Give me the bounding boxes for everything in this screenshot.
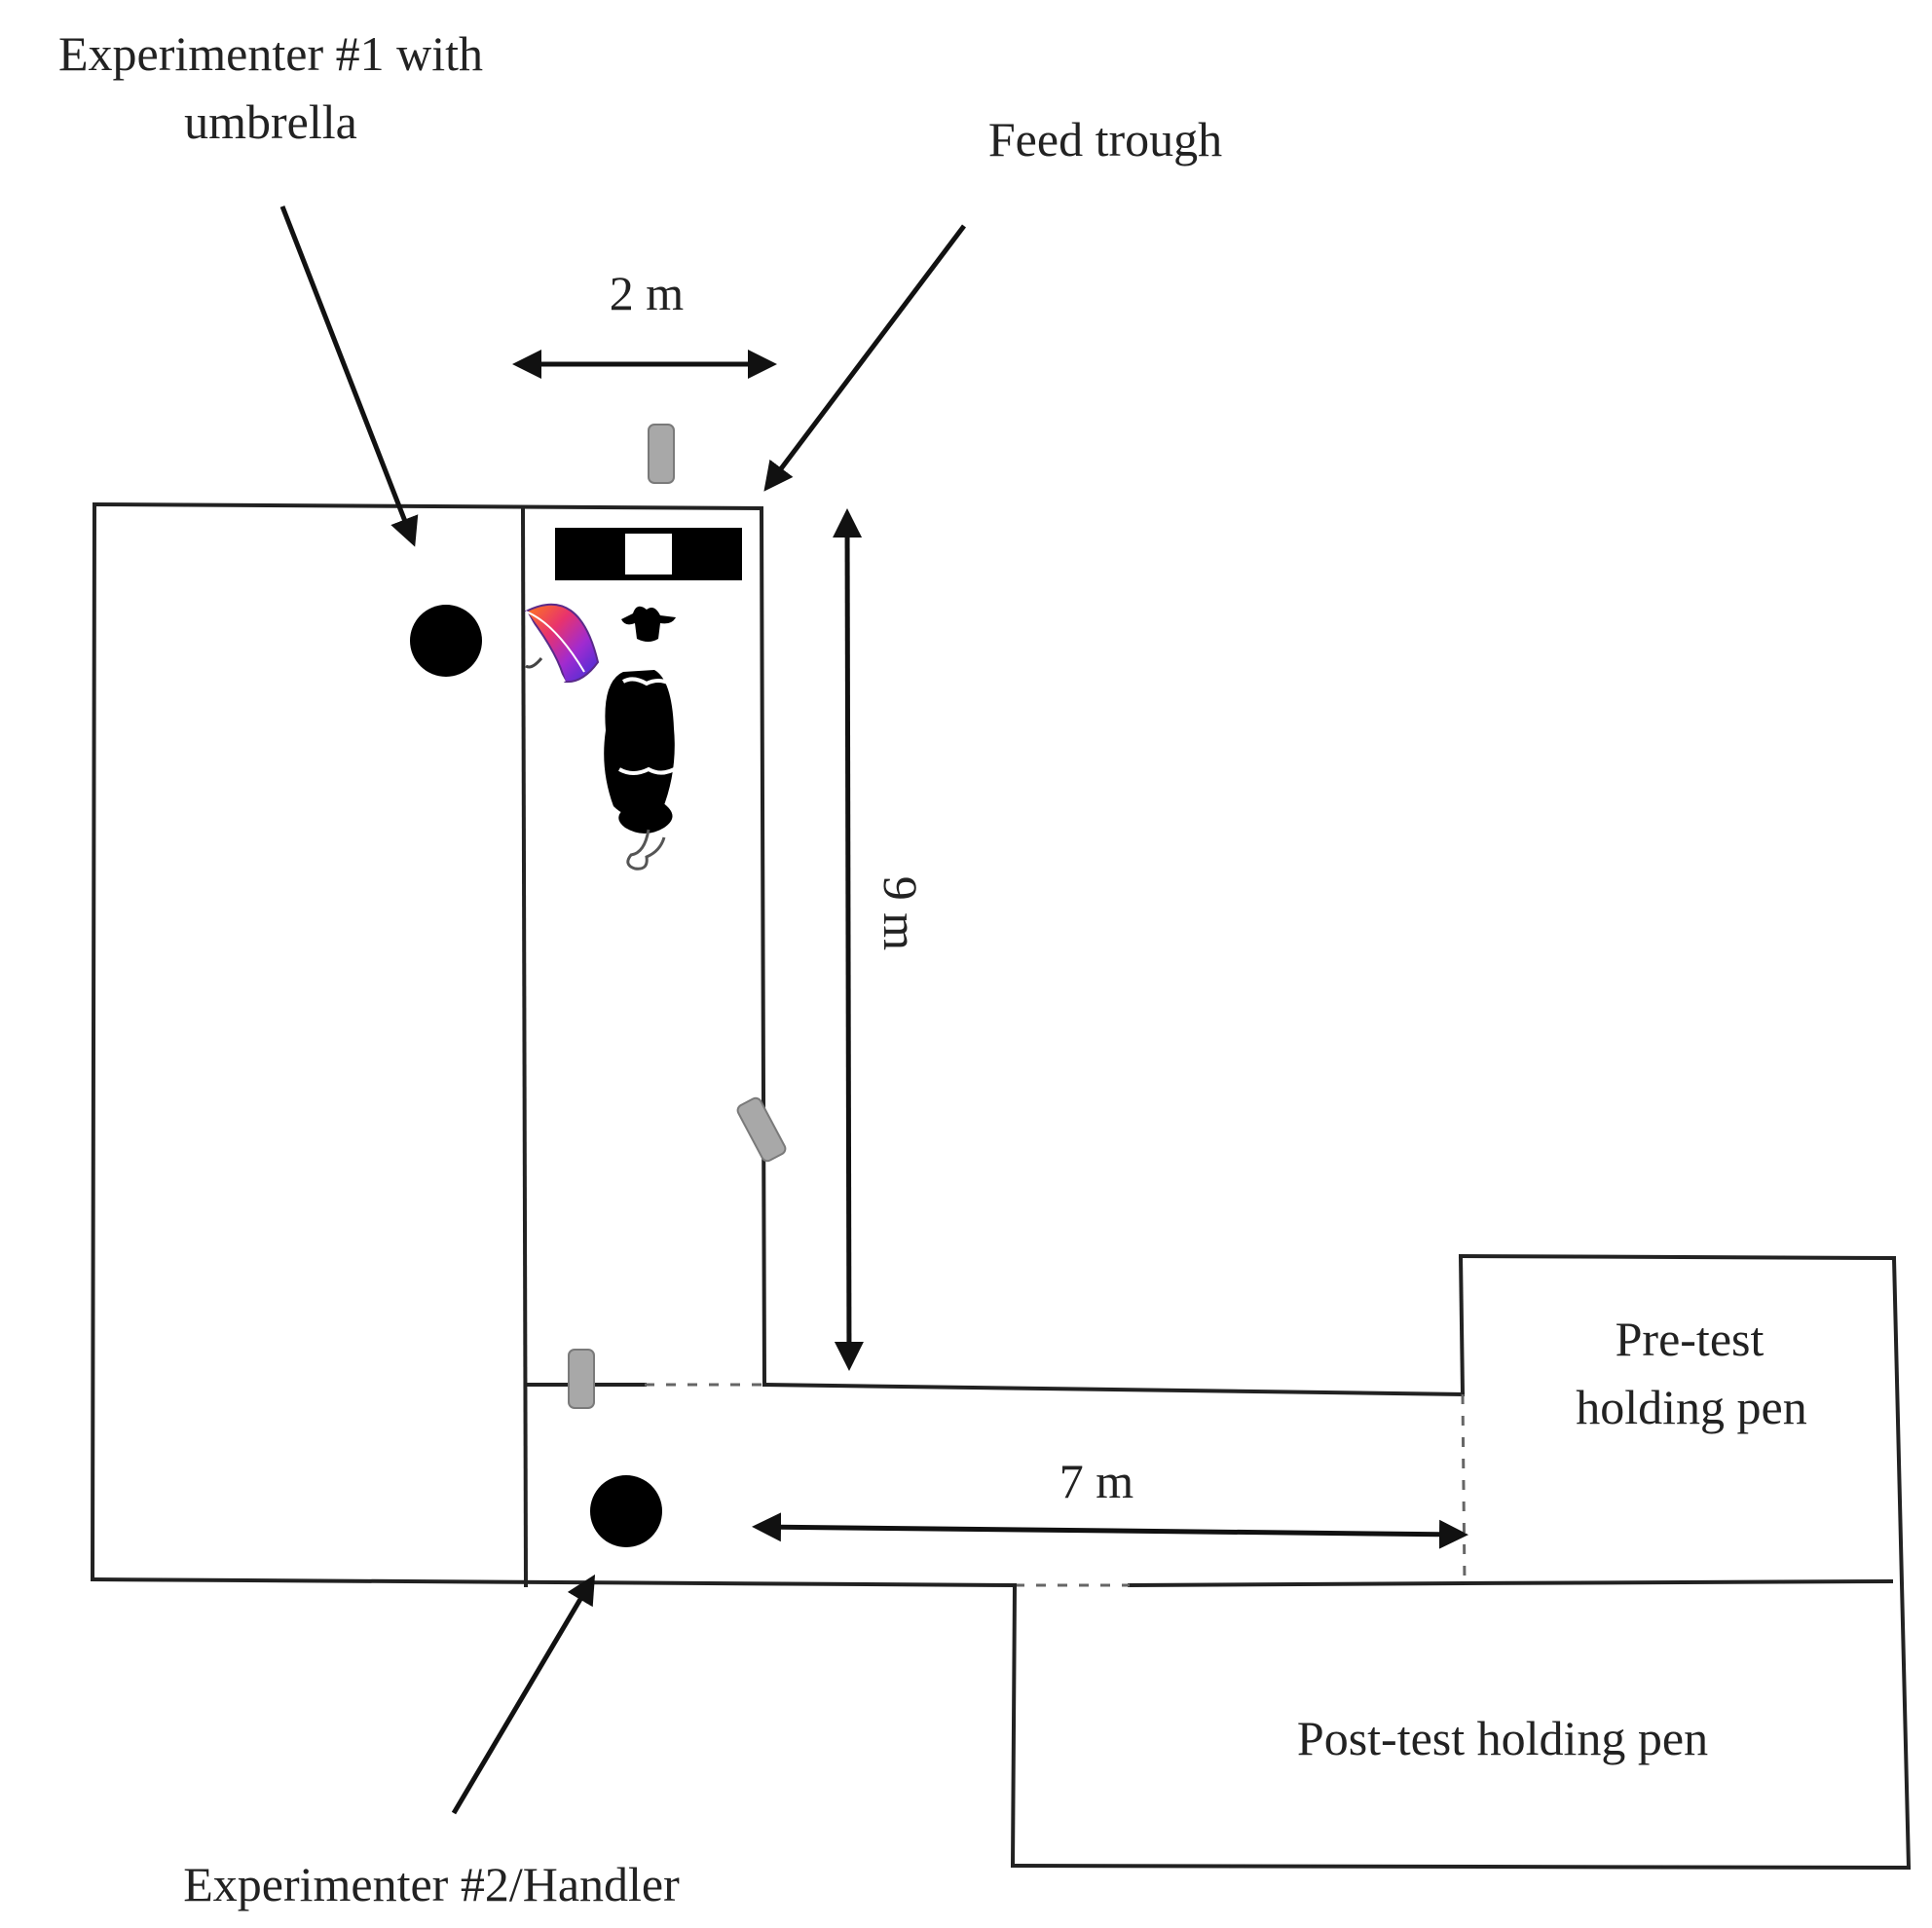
posttest-pen-label: Post-test holding pen bbox=[1297, 1711, 1708, 1765]
experimenter-2-dot-icon bbox=[590, 1475, 662, 1547]
dimension-7m-label: 7 m bbox=[1059, 1454, 1134, 1508]
pretest-gate-opening bbox=[1461, 1393, 1467, 1584]
dimension-2m-label: 2 m bbox=[610, 266, 685, 320]
gate-post-icon bbox=[648, 424, 675, 484]
experimenter-2-label: Experimenter #2/Handler bbox=[183, 1857, 680, 1911]
left-pen-bottom-wall bbox=[90, 1576, 1018, 1588]
pretest-pen-right-wall bbox=[1891, 1255, 1912, 1871]
pretest-pen-left-wall bbox=[1458, 1253, 1466, 1397]
posttest-pen-bottom-wall bbox=[1010, 1863, 1912, 1871]
race-right-wall bbox=[759, 505, 767, 1388]
feed-trough-pointer-arrow bbox=[763, 224, 966, 492]
umbrella-icon bbox=[524, 603, 600, 684]
experimenter-1-pointer-arrow bbox=[279, 205, 419, 547]
experimenter-1-label: Experimenter #1 with bbox=[58, 26, 483, 81]
pretest-pen-label-cont: holding pen bbox=[1576, 1380, 1806, 1434]
pretest-pen-top-wall bbox=[1458, 1253, 1897, 1261]
experimenter-1-label-cont: umbrella bbox=[184, 94, 357, 149]
experimenter-1-dot-icon bbox=[410, 605, 482, 677]
pretest-pen-label: Pre-test bbox=[1616, 1312, 1765, 1366]
dimension-7m-arrow bbox=[752, 1512, 1468, 1549]
corridor-top-wall bbox=[762, 1382, 1466, 1397]
left-pen-left-wall bbox=[90, 501, 97, 1582]
gate-post-icon bbox=[736, 1096, 787, 1163]
dimension-9m-label: 9 m bbox=[873, 876, 928, 951]
feed-trough bbox=[555, 528, 742, 580]
experimenter-2-pointer-arrow bbox=[451, 1574, 596, 1815]
corridor-bottom-wall bbox=[1127, 1580, 1466, 1588]
left-pen-top-wall bbox=[92, 501, 764, 511]
race-divider-wall bbox=[520, 504, 529, 1588]
cow-icon bbox=[604, 606, 680, 871]
feed-trough-label: Feed trough bbox=[988, 112, 1222, 167]
dimension-9m-arrow bbox=[833, 508, 864, 1371]
posttest-pen-left-wall bbox=[1010, 1582, 1018, 1869]
gate-post-icon bbox=[568, 1349, 595, 1409]
pretest-pen-bottom-wall bbox=[1460, 1578, 1894, 1586]
arena-walls bbox=[90, 501, 1912, 1871]
